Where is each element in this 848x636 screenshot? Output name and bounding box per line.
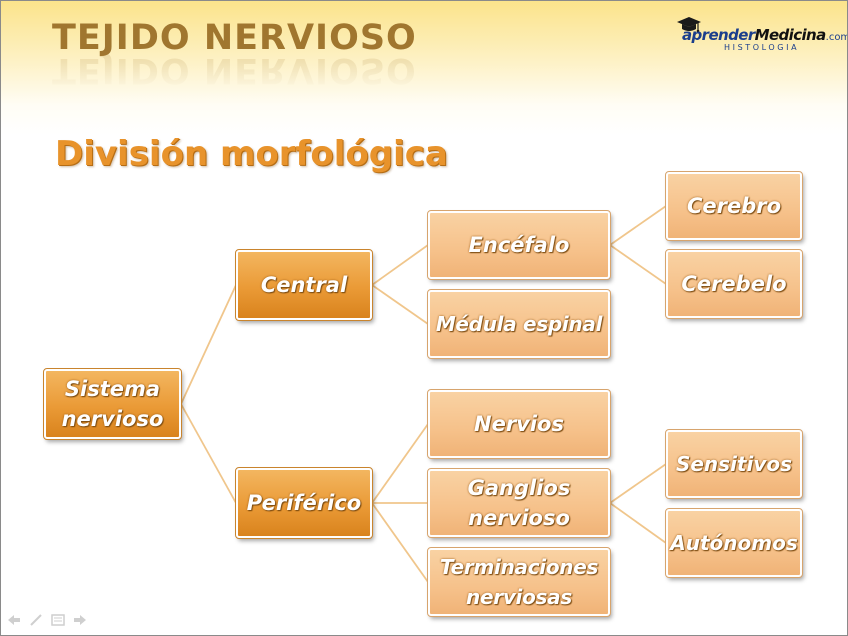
previous-icon[interactable] [6, 613, 22, 627]
connector-periferico-nervios [371, 423, 429, 504]
node-nervios-label: Nervios [474, 412, 564, 436]
node-central-label: Central [260, 273, 348, 297]
node-autonomos: Autónomos [665, 508, 803, 578]
node-sensitivos: Sensitivos [665, 429, 803, 499]
next-icon[interactable] [72, 613, 88, 627]
connector-ganglios-autonomos [609, 502, 667, 544]
logo-wordmark-part1: aprender [682, 26, 755, 44]
node-cerebelo-label: Cerebelo [681, 272, 787, 296]
node-sistema-nervioso: Sistema nervioso [43, 368, 182, 440]
connector-root-periferico [180, 403, 237, 504]
node-encefalo-label: Encéfalo [468, 233, 570, 257]
connector-ganglios-sensitivos [609, 463, 667, 504]
slide-title: TEJIDO NERVIOSO [52, 18, 417, 58]
logo-subtitle: HISTOLOGIA [724, 43, 800, 52]
node-periferico: Periférico [235, 467, 373, 539]
node-medula-espinal: Médula espinal [427, 289, 611, 359]
logo-wordmark-part2: Medicina [754, 26, 827, 44]
slideshow-toolbar [6, 613, 88, 629]
node-cerebelo: Cerebelo [665, 249, 803, 319]
node-sensitivos-label: Sensitivos [675, 452, 793, 476]
graduation-cap-icon [677, 17, 701, 33]
node-sistema-nervioso-label: Sistema nervioso [61, 377, 164, 431]
connector-root-central [180, 284, 237, 405]
node-ganglios-nervioso-label: Ganglios nervioso [467, 476, 571, 530]
node-cerebro: Cerebro [665, 171, 803, 241]
connector-encefalo-cerebelo [609, 244, 667, 285]
node-terminaciones-nerviosas-label: Terminaciones nerviosas [439, 555, 599, 609]
node-central: Central [235, 249, 373, 321]
logo-wordmark-suffix: .com [825, 32, 848, 43]
node-terminaciones-nerviosas: Terminaciones nerviosas [427, 547, 611, 617]
node-periferico-label: Periférico [246, 491, 362, 515]
node-ganglios-nervioso: Ganglios nervioso [427, 468, 611, 538]
connector-central-medula [371, 284, 429, 325]
aprendermedicina-logo: aprenderMedicina.com HISTOLOGIA [676, 14, 848, 54]
node-medula-espinal-label: Médula espinal [435, 312, 603, 336]
node-cerebro-label: Cerebro [686, 194, 782, 218]
node-nervios: Nervios [427, 389, 611, 459]
logo-wordmark: aprenderMedicina.com [682, 27, 848, 46]
connector-periferico-terminaciones [371, 502, 429, 583]
node-encefalo: Encéfalo [427, 210, 611, 280]
pen-icon[interactable] [28, 613, 44, 627]
connector-central-encefalo [371, 244, 429, 286]
slides-icon[interactable] [50, 613, 66, 627]
slide-subtitle: División morfológica [55, 134, 448, 174]
connector-encefalo-cerebro [609, 205, 667, 246]
node-autonomos-label: Autónomos [670, 531, 798, 555]
